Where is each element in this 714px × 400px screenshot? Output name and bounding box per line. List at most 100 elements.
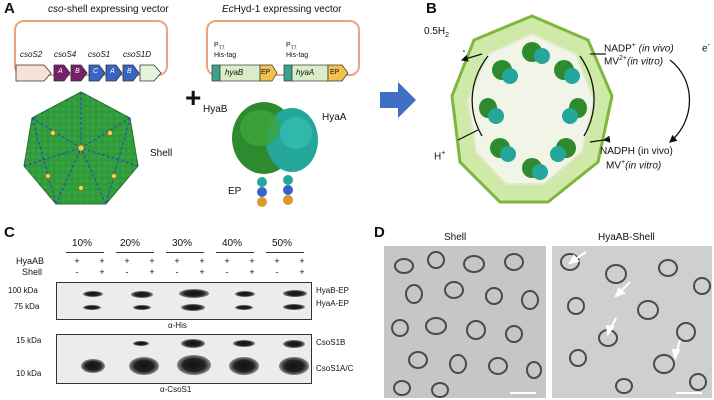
antibody-his: α-His	[168, 321, 187, 330]
nadp-label: NADP+ (in vivo)	[604, 42, 674, 55]
band-s1ac-2	[81, 359, 105, 373]
gene-letter-b2: B	[127, 68, 132, 75]
band-hyaa-2	[83, 305, 101, 310]
gene-letter-a2: A	[110, 68, 115, 75]
gene-csos1-label: csoS1	[88, 50, 111, 59]
gene-letter-c: C	[93, 68, 99, 75]
hyaab-sign-6: +	[199, 256, 205, 266]
hyab-gene-label: hyaB	[225, 68, 244, 77]
gene-csos1b-arrow	[122, 64, 140, 82]
marker-100: 100 kDa	[8, 286, 38, 295]
hyaab-protein-illustration	[232, 102, 318, 207]
hyab-ep-label: EP	[261, 69, 271, 76]
band-s1ac-8	[229, 357, 259, 375]
em-image-shell	[384, 246, 546, 398]
panel-d-letter: D	[374, 224, 385, 241]
process-arrow	[380, 82, 416, 118]
shell-sign-1: -	[75, 267, 79, 277]
promoter-2: PT7	[286, 42, 297, 52]
vector2-outline	[206, 20, 360, 76]
hyd1-operon	[211, 64, 349, 82]
shell-sign-8: +	[249, 267, 255, 277]
shell-icosahedron-illustration	[23, 91, 139, 205]
hyaab-sign-4: +	[149, 256, 155, 266]
band-s1ac-4	[129, 357, 159, 375]
panel-b-letter: B	[426, 0, 437, 17]
shell-sign-9: -	[275, 267, 279, 277]
hyaab-sign-7: +	[224, 256, 230, 266]
band-hyab-10	[283, 290, 307, 297]
reaction-arrows	[457, 50, 690, 143]
scale-bar-hyaab-shell	[676, 392, 702, 394]
shell-sign-2: +	[99, 267, 105, 277]
gene-csos1a-arrow	[105, 64, 123, 82]
shell-sign-5: -	[175, 267, 179, 277]
hyaab-sign-3: +	[124, 256, 130, 266]
shell-sign-3: -	[125, 267, 129, 277]
scale-bar-shell	[510, 392, 536, 394]
band-hyab-6	[179, 289, 209, 298]
band-label-hyab: HyaB-EP	[316, 286, 349, 295]
band-hyab-2	[83, 291, 103, 297]
shell-sign-10: +	[299, 267, 305, 277]
band-s1b-8	[233, 340, 255, 347]
his-tag-2: His-tag	[286, 52, 309, 59]
gene-csos2-arrow	[15, 64, 52, 82]
band-label-csos1ac: CsoS1A/C	[316, 364, 354, 373]
band-hyaa-8	[235, 305, 253, 310]
hyaa-ep-block	[327, 64, 349, 82]
antibody-csos1: α-CsoS1	[160, 385, 192, 394]
h2-label: 0.5H2	[424, 26, 450, 39]
shell-sign-6: +	[199, 267, 205, 277]
band-s1ac-6	[177, 355, 211, 375]
hyaa-ep-label: EP	[330, 69, 340, 76]
hyab-tag-block	[211, 64, 221, 82]
band-hyab-8	[235, 291, 255, 297]
band-label-hyaa: HyaA-EP	[316, 299, 349, 308]
hyaab-sign-9: +	[274, 256, 280, 266]
shell-operon-genes	[15, 64, 162, 82]
promoter-1: PT7	[214, 42, 225, 52]
hyaa-label: HyaA	[322, 112, 347, 123]
gene-csos1c-arrow	[88, 64, 106, 82]
row-shell-label: Shell	[22, 267, 43, 277]
blot-his	[56, 282, 312, 320]
shell-with-hydrogenase-illustration	[450, 14, 614, 204]
em-title-shell: Shell	[444, 232, 467, 243]
hyaab-sign-2: +	[99, 256, 105, 266]
mv1-label: MV+(in vitro)	[606, 159, 662, 172]
hyab-ep-block	[259, 64, 278, 82]
band-s1b-6	[181, 339, 205, 348]
plus-sign: +	[185, 82, 202, 113]
pct-30: 30%	[172, 238, 193, 249]
gene-csos2-label: csoS2	[20, 50, 43, 59]
band-s1ac-10	[279, 357, 309, 375]
marker-10: 10 kDa	[16, 369, 42, 378]
marker-75: 75 kDa	[14, 302, 40, 311]
band-hyab-4	[131, 291, 153, 298]
band-hyaa-6	[181, 304, 205, 311]
shell-sign-7: -	[225, 267, 229, 277]
pct-40: 40%	[222, 238, 243, 249]
gene-letter-a1: A	[58, 68, 63, 75]
pct-underlines	[66, 252, 314, 253]
shell-sign-4: +	[149, 267, 155, 277]
vector2-title-rest: Hyd-1 expressing vector	[233, 4, 342, 15]
vector1-title-rest: -shell expressing vector	[63, 4, 169, 15]
band-s1b-10	[283, 340, 305, 348]
band-hyaa-10	[283, 304, 305, 310]
vector2-title: EcHyd-1 expressing vector	[222, 4, 342, 15]
panel-a-letter: A	[4, 0, 15, 17]
his-tag-1: His-tag	[214, 52, 237, 59]
hyab-label: HyaB	[203, 104, 228, 115]
row-hyaab-label: HyaAB	[16, 256, 45, 266]
band-s1b-4	[133, 341, 149, 346]
pct-50: 50%	[272, 238, 293, 249]
marker-15: 15 kDa	[16, 336, 42, 345]
hyaa-tag-block	[283, 64, 293, 82]
mv2-label: MV2+(in vitro)	[604, 55, 664, 68]
nadph-label: NADPH (in vivo)	[600, 146, 673, 157]
h-plus-label: H+	[434, 150, 446, 163]
gene-letter-b1: B	[75, 68, 80, 75]
hyaab-sign-8: +	[249, 256, 255, 266]
